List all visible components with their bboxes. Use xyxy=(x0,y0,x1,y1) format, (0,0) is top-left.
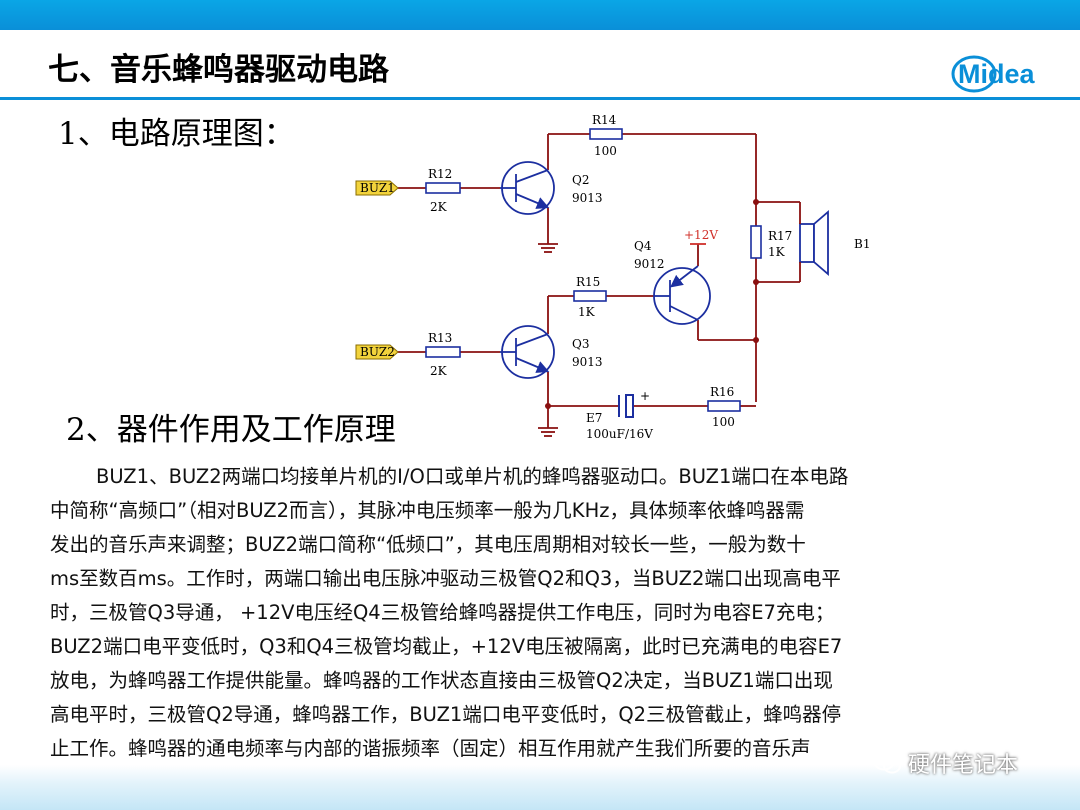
text-line: ms至数百ms。工作时，两端口输出电压脉冲驱动三极管Q2和Q3，当BUZ2端口出… xyxy=(50,567,841,590)
resistor-r16 xyxy=(707,400,741,412)
r17-ref: R17 xyxy=(768,229,792,243)
supply-12v-label: +12V xyxy=(684,228,718,242)
port-buz1: BUZ1 xyxy=(355,180,399,196)
e7-value: 100uF/16V xyxy=(586,427,653,441)
wechat-watermark: 硬件笔记本 xyxy=(872,748,1018,778)
r15-value: 1K xyxy=(578,305,596,319)
r12-value: 2K xyxy=(430,200,448,214)
resistor-r13 xyxy=(425,346,461,358)
e7-polarity: + xyxy=(640,389,650,403)
wires xyxy=(398,133,800,428)
resistor-r14 xyxy=(589,128,623,140)
q3-ref: Q3 xyxy=(572,337,589,351)
principle-description: BUZ1、BUZ2两端口均接单片机的I/O口或单片机的蜂鸣器驱动口。BUZ1端口… xyxy=(50,460,1020,766)
port-buz2-label: BUZ2 xyxy=(360,345,395,359)
text-line: BUZ1、BUZ2两端口均接单片机的I/O口或单片机的蜂鸣器驱动口。BUZ1端口… xyxy=(96,465,849,488)
port-buz2: BUZ2 xyxy=(355,344,399,360)
port-buz1-label: BUZ1 xyxy=(360,181,395,195)
r14-ref: R14 xyxy=(592,113,617,127)
transistor-q4 xyxy=(653,265,711,325)
resistor-r15 xyxy=(573,290,607,302)
q2-value: 9013 xyxy=(572,191,603,205)
midea-logo-text: Midea xyxy=(958,59,1036,89)
junction-dots xyxy=(545,199,759,409)
r13-value: 2K xyxy=(430,364,448,378)
text-line: 止工作。蜂鸣器的通电频率与内部的谐振频率（固定）相互作用就产生我们所要的音乐声 xyxy=(50,737,811,760)
watermark-text: 硬件笔记本 xyxy=(908,753,1019,778)
buzzer-driver-schematic: BUZ1 BUZ2 R12 2K R14 100 R13 2K R15 1K R… xyxy=(355,113,870,441)
q2-ref: Q2 xyxy=(572,173,589,187)
text-line: 高电平时，三极管Q2导通，蜂鸣器工作，BUZ1端口电平变低时，Q2三极管截止，蜂… xyxy=(50,703,842,726)
text-line: 发出的音乐声来调整；BUZ2端口简称“低频口”，其电压周期相对较长一些，一般为数… xyxy=(50,533,806,556)
transistor-q3 xyxy=(500,325,555,379)
r14-value: 100 xyxy=(594,144,617,158)
ground-symbol xyxy=(538,236,558,437)
slide-title: 七、音乐蜂鸣器驱动电路 xyxy=(48,52,389,88)
q4-value: 9012 xyxy=(634,257,665,271)
capacitor-e7 xyxy=(618,394,634,418)
bottom-banner xyxy=(0,765,1080,810)
r17-value: 1K xyxy=(768,245,786,259)
text-line: 中简称“高频口”（相对BUZ2而言），其脉冲电压频率一般为几KHz，具体频率依蜂… xyxy=(50,499,805,522)
r13-ref: R13 xyxy=(428,331,452,345)
b1-ref: B1 xyxy=(854,237,870,251)
r16-value: 100 xyxy=(712,415,735,429)
wechat-icon xyxy=(873,751,901,774)
resistor-r12 xyxy=(425,182,461,194)
resistor-r17 xyxy=(750,225,762,259)
section-heading-schematic: 1、电路原理图： xyxy=(58,116,295,152)
q3-value: 9013 xyxy=(572,355,603,369)
q4-ref: Q4 xyxy=(634,239,652,253)
r12-ref: R12 xyxy=(428,167,452,181)
section-heading-principle: 2、器件作用及工作原理 xyxy=(66,412,396,448)
text-line: 时，三极管Q3导通， +12V电压经Q4三极管给蜂鸣器提供工作电压，同时为电容E… xyxy=(50,601,835,624)
text-line: 放电，为蜂鸣器工作提供能量。蜂鸣器的工作状态直接由三极管Q2决定，当BUZ1端口… xyxy=(50,669,833,692)
title-divider xyxy=(0,97,1080,100)
supply-12v: +12V xyxy=(684,228,718,245)
buzzer-b1 xyxy=(799,202,829,282)
e7-ref: E7 xyxy=(586,411,602,425)
midea-logo: Midea xyxy=(951,55,1036,93)
r16-ref: R16 xyxy=(710,385,734,399)
transistor-q2 xyxy=(500,161,555,215)
top-banner xyxy=(0,0,1080,30)
text-line: BUZ2端口电平变低时，Q3和Q4三极管均截止，+12V电压被隔离，此时已充满电… xyxy=(50,635,843,658)
r15-ref: R15 xyxy=(576,275,600,289)
